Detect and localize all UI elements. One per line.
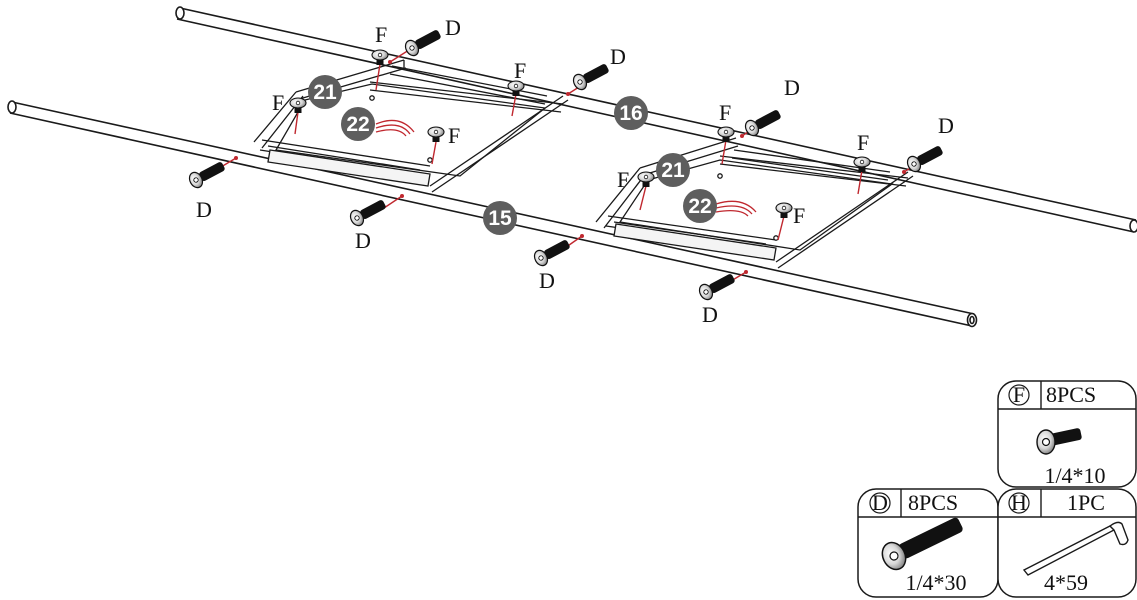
short-bolt-icon bbox=[853, 156, 871, 172]
short-bolt-group bbox=[289, 49, 871, 218]
part-badge-22-left: 22 bbox=[341, 107, 375, 141]
parts-letter-f: F bbox=[1013, 382, 1025, 407]
label-f: F bbox=[375, 22, 387, 47]
part-badge-15: 15 bbox=[483, 201, 517, 235]
label-d: D bbox=[938, 113, 954, 138]
part-badge-16: 16 bbox=[614, 96, 648, 130]
long-bolt-icon bbox=[744, 110, 781, 137]
part-badge-22-right: 22 bbox=[683, 189, 717, 223]
long-bolt-icon bbox=[572, 64, 609, 91]
label-d: D bbox=[610, 44, 626, 69]
part-number-22: 22 bbox=[688, 195, 711, 218]
label-d: D bbox=[702, 302, 718, 327]
label-f: F bbox=[448, 123, 460, 148]
long-bolt-icon bbox=[881, 517, 963, 571]
label-f: F bbox=[272, 90, 284, 115]
label-d: D bbox=[445, 15, 461, 40]
long-bolt-icon bbox=[906, 146, 943, 173]
tube-holes bbox=[234, 60, 906, 274]
short-bolt-icon bbox=[371, 49, 389, 65]
part-number-22: 22 bbox=[346, 113, 369, 136]
parts-letter-h: H bbox=[1011, 490, 1027, 515]
short-bolt-icon bbox=[637, 171, 655, 187]
label-f: F bbox=[617, 167, 629, 192]
parts-qty-h: 1PC bbox=[1067, 490, 1105, 515]
label-d: D bbox=[539, 268, 555, 293]
long-bolt-icon bbox=[404, 30, 441, 57]
tube-16 bbox=[175, 6, 1137, 233]
long-bolt-group bbox=[188, 30, 943, 301]
hardware-labels: D D D D D D D D F F F F F F F F bbox=[196, 15, 954, 327]
parts-box-h: H 1PC 4*59 bbox=[997, 488, 1137, 598]
parts-letter-d: D bbox=[872, 490, 888, 515]
long-bolt-icon bbox=[188, 162, 225, 189]
parts-box-f: F 8PCS 1/4*10 bbox=[997, 380, 1137, 488]
label-d: D bbox=[355, 228, 371, 253]
part-badge-21-left: 21 bbox=[308, 75, 342, 109]
parts-size-f: 1/4*10 bbox=[1044, 463, 1105, 488]
short-bolt-icon bbox=[775, 202, 793, 218]
parts-qty-f: 8PCS bbox=[1046, 382, 1096, 407]
allen-key-icon bbox=[1022, 521, 1129, 576]
part-number-15: 15 bbox=[488, 207, 512, 230]
parts-qty-d: 8PCS bbox=[908, 490, 958, 515]
long-bolt-icon bbox=[349, 200, 386, 227]
label-d: D bbox=[784, 75, 800, 100]
short-bolt-icon bbox=[717, 126, 735, 142]
part-badge-21-right: 21 bbox=[656, 153, 690, 187]
label-f: F bbox=[857, 130, 869, 155]
short-bolt-icon bbox=[507, 80, 525, 96]
short-bolt-icon bbox=[427, 126, 445, 142]
parts-size-h: 4*59 bbox=[1044, 570, 1088, 595]
part-number-21: 21 bbox=[313, 81, 337, 104]
label-f: F bbox=[793, 203, 805, 228]
arrow-marks bbox=[375, 119, 757, 217]
label-f: F bbox=[719, 100, 731, 125]
label-f: F bbox=[514, 58, 526, 83]
label-d: D bbox=[196, 197, 212, 222]
parts-box-d: D 8PCS 1/4*30 bbox=[857, 488, 999, 598]
part-number-21: 21 bbox=[661, 159, 685, 182]
long-bolt-icon bbox=[533, 240, 570, 267]
short-bolt-icon bbox=[1036, 428, 1082, 455]
long-bolt-icon bbox=[698, 274, 735, 301]
short-bolt-icon bbox=[289, 97, 307, 113]
parts-size-d: 1/4*30 bbox=[905, 570, 966, 595]
frame-right bbox=[595, 137, 914, 269]
frame-left bbox=[253, 59, 569, 193]
part-number-16: 16 bbox=[619, 102, 642, 125]
